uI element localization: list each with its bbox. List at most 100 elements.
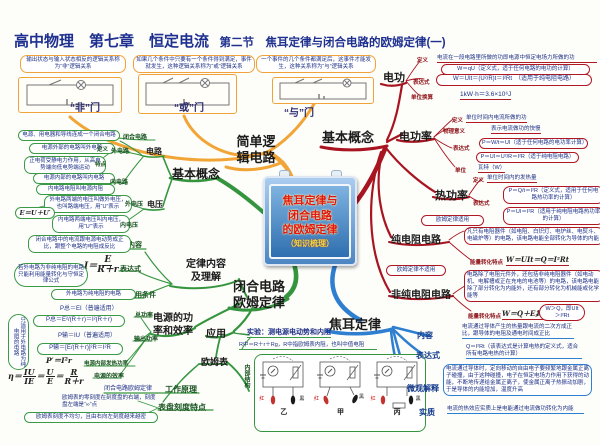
central-title-line1: 焦耳定律与	[282, 194, 338, 207]
impure-inequality-cloud: W＞Q，即UIt＞I²Rt	[539, 304, 585, 322]
branch-simple-logic-circuits: 简单逻 辑电路	[226, 134, 286, 165]
label-total-power: 总功率	[135, 313, 154, 319]
or-gate-caption: “或”门	[174, 103, 204, 114]
output-power-formula2: P输＝[E/(R＋r)]²R＝I²R	[37, 343, 123, 355]
label-dial-features: 表盘刻度特点	[158, 403, 206, 412]
heat-formula-1: P＝Q/t＝I²R（定义式，适用于任何电路热功率的计算）	[503, 186, 600, 204]
law-content-text: 闭合电路中的电流跟电源电动势成正比，跟整个电路的电阻成反比	[28, 235, 131, 253]
label-law-content: 内容	[128, 242, 142, 249]
not-gate-description: 输出状态与输入状态相反的逻辑关系称为“非”逻辑关系	[20, 55, 126, 73]
eff-den3: R＋r	[64, 376, 84, 387]
circuit-caption-3: 丙	[393, 409, 401, 416]
micro-explanation-text: 电流通过导体时，定向移动的自由电子要频繁地跟金属正离子碰撞，由于这种碰撞，电子在…	[443, 364, 592, 396]
black-probe-label: 黑	[358, 394, 364, 400]
label-work-expression: 表达式	[413, 80, 430, 86]
eff-num3: R	[69, 367, 79, 378]
label-working-principle: 工作原理	[165, 385, 197, 394]
label-power-expression: 表达式	[453, 146, 470, 152]
law-node-line1: 定律内容	[186, 259, 226, 270]
node-heat-power: 热功率	[435, 190, 468, 202]
power-definition-text: 单位时间内电流所做的功	[466, 115, 527, 124]
label-outer-circuit: 外电路	[111, 149, 130, 155]
power-unit-text: 瓦特（W）	[478, 165, 506, 174]
applicable-condition-text: 外电路为纯电阻的电路	[51, 289, 136, 300]
impure-circuit-description: 电路除了电阻元件外，还包括非纯电阻器件（如电动机、电解槽或正在充电的电池等）的电…	[464, 270, 600, 302]
and-gate-circuit-diagram	[272, 77, 374, 104]
label-energy-conversion-impure: 能量转化特点	[468, 314, 502, 320]
red-probe-label: 红	[259, 396, 265, 402]
heat-formula-2: P＝UI＝I²R（适用于纯电阻电路热功率的计算）	[503, 207, 600, 225]
circuit-diagram-icon	[316, 356, 361, 405]
branch-joule-law: 焦耳定律	[329, 317, 382, 332]
closed-circuit-note: 电源、用电器和导线连成一个闭合电路	[18, 130, 120, 141]
pure-circuit-only-cloud: 只适用于外电路为纯电阻的电路	[8, 314, 30, 370]
label-closed-circuit: 闭合电路	[123, 135, 148, 141]
branch-basic-concepts-right: 基本概念	[322, 130, 375, 145]
red-probe-label: 红	[313, 396, 319, 402]
dial-feature-2: 欧姆表刻度不均匀，且由右向左刻度越来越密	[24, 412, 158, 423]
power-node-line2: 率和效率	[153, 325, 193, 337]
and-gate-description: 一个事件的几个条件都满足后，这事件才能发生，这种关系称为“与”逻辑关系	[256, 55, 376, 73]
title-section: 第二节 焦耳定律与闭合电路的欧姆定律(一)	[219, 37, 446, 49]
ohm-law-applies-cloud: 欧姆定律适用	[421, 215, 484, 226]
label-expression: 表达式	[120, 266, 141, 273]
outer-voltage-note: 外电路两端的电压叫做外电压，也叫路端电压，用“U”表示	[44, 195, 132, 213]
circuit-diagram-icon	[373, 356, 418, 409]
experiment-circuit-3: 红 黑 丙	[371, 355, 423, 431]
logic-node-line1: 简单逻	[236, 134, 276, 149]
heat-definition-text: 单位时间内的发热量	[487, 175, 537, 184]
pure-energy-formula: W＝UIt＝Q＝I²Rt	[506, 255, 569, 266]
eff-den1: IE	[24, 376, 35, 387]
black-probe-label: 黑	[299, 396, 305, 402]
label-unit-conversion: 单位换算	[411, 95, 434, 101]
node-circuit: 电路	[146, 147, 162, 156]
internal-heat-formula: P′＝I²r	[46, 356, 72, 365]
power-node-line1: 电源的功	[153, 313, 193, 324]
branch-closed-circuit-ohm-law: 闭合电路 欧姆定律	[229, 279, 289, 310]
total-power-formula2: P总＝E²/(R＋r)＝I²(R＋r)	[33, 315, 125, 327]
inner-voltage-note: 内电路两端电压叫内电压，用“U′”表示	[52, 215, 130, 233]
label-power-unit: 单位	[455, 168, 467, 174]
eff-num2: U	[45, 367, 55, 378]
node-power-efficiency: 电源的功 率和效率	[150, 313, 196, 338]
and-gate-caption: “与”门	[284, 108, 314, 119]
power-formula-1: P＝W/t＝UI（适于任何电路的电功率计算）	[479, 138, 588, 149]
not-gate-caption: “非”门	[70, 103, 100, 114]
output-power-formula1: P输＝IU（普遍适用）	[58, 333, 117, 339]
node-non-pure-resistance-circuit: 非纯电阻电路	[391, 290, 451, 301]
node-ohmmeter: 欧姆表	[201, 357, 229, 367]
experiment-circuit-2: 红 黑 甲	[314, 355, 366, 431]
label-applicable-condition: 适用条件	[128, 292, 156, 299]
label-micro-explanation: 微观解释	[407, 384, 439, 393]
power-meaning-text: 表示电流做功的快慢	[491, 126, 541, 135]
label-work-definition: 定义	[417, 58, 429, 64]
non-pure-circuit-cloud: 若外电路为非纯电阻的电路只能利用能量转化与守恒定律公式	[14, 263, 88, 287]
eff-eq2: ＝	[55, 371, 64, 382]
label-source-efficiency: 电源的效率	[94, 374, 125, 380]
joule-content-text: 电流通过导体产生的热量跟电流的二次方成正比，跟导体的电阻及通电时间成正比	[462, 324, 574, 340]
circuit-caption-1: 乙	[280, 409, 288, 416]
label-feature: 特点	[95, 162, 107, 168]
ohm-formula-numerator: E	[103, 255, 113, 267]
central-title-line3: 的欧姆定律	[282, 224, 338, 237]
eff-eq1: ＝	[36, 371, 45, 382]
experiment-note: R中＝R＋r＋Rg，R中指欧姆表内阻，也叫中值电阻	[239, 342, 377, 351]
essence-text: 电流的热效应实质上是电能通过电流做功转化为内能	[447, 406, 584, 415]
inner-circuit-definition: 电源内部的电路叫内电路	[33, 173, 115, 184]
joule-expression-text: Q＝I²Rt（该表达式是计算电热的定义式，适合所有电路电热的计算）	[466, 344, 582, 360]
power-formula-2: P＝UI＝U²/R＝I²R（适于纯电阻电路）	[476, 152, 579, 163]
label-physical-meaning: 物理意义	[443, 129, 466, 135]
dial-feature-1: 欧姆表的零刻度在刻度盘的右端，刻度盘左端是“∞”点	[62, 395, 156, 409]
outer-circuit-feature: 正电荷受静电力作用，从高电势端向低电势端运动	[24, 156, 106, 174]
label-internal-heat-power: 电源内部发热功率	[84, 361, 129, 367]
label-inner-voltage: 内电压	[120, 223, 139, 229]
branch-basic-concepts-left: 基本概念	[172, 167, 221, 181]
ohm-node-line1: 闭合电路	[232, 279, 285, 294]
label-internal-structure: 内部结构	[243, 364, 249, 388]
total-power-formula1: P总＝EI（普遍适用）	[60, 306, 118, 312]
eff-num1: IU	[22, 367, 36, 378]
black-probe-label: 黑	[415, 396, 421, 402]
label-inner-circuit: 内电路	[110, 180, 129, 186]
